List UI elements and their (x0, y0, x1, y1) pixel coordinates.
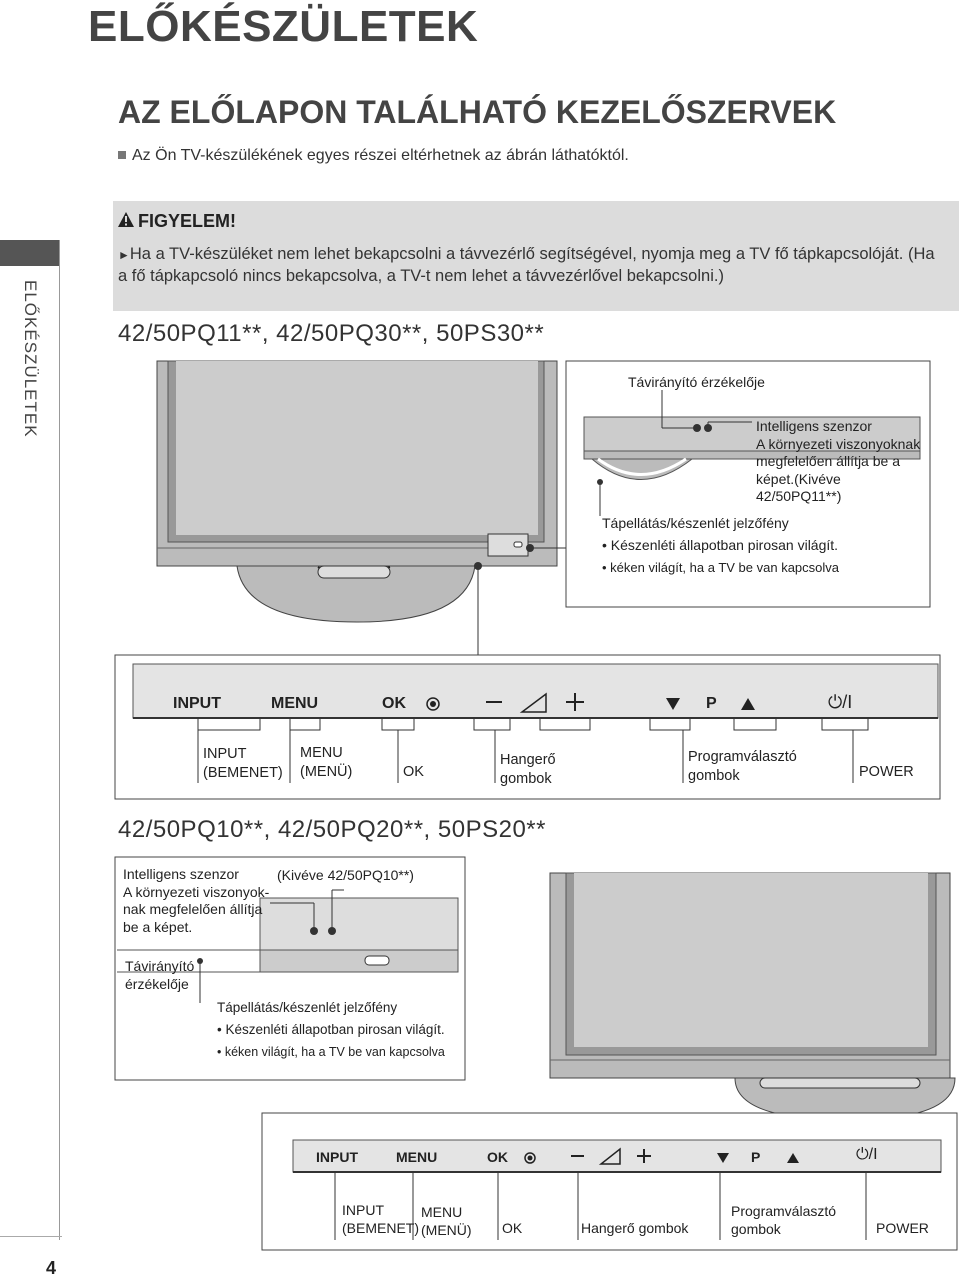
label2-ok: OK (502, 1220, 523, 1236)
smart-sensor-line: be a képet. (123, 918, 193, 935)
label-line: Hangerő (500, 752, 556, 768)
power-led-bullet-2: • Készenléti állapotban pirosan világít. (217, 1022, 445, 1037)
label2-power: POWER (876, 1220, 929, 1236)
smart-sensor-line: A környezeti viszonyok- (123, 883, 270, 900)
page-title: ELŐKÉSZÜLETEK (88, 2, 479, 51)
note: Az Ön TV-készülékének egyes részei eltér… (118, 147, 629, 165)
arrow-right-icon: ► (118, 248, 130, 262)
label-line: gombok (731, 1221, 781, 1237)
warning-triangle-icon (118, 212, 134, 227)
smart-sensor-line: képet.(Kivéve (756, 470, 841, 487)
label-line: gombok (500, 771, 552, 787)
power-led-bullet: • kéken világít, ha a TV be van kapcsolv… (602, 560, 840, 575)
label-power: POWER (859, 764, 914, 780)
warning-box (113, 201, 959, 311)
remote-sensor-line: Távirányító (125, 958, 195, 974)
label-line: (BEMENET) (342, 1220, 419, 1236)
warning-body: Ha a TV-készüléket nem lehet bekapcsolni… (118, 245, 935, 285)
panel-ok-button[interactable]: OK (382, 695, 406, 712)
smart-sensor-line: megfelelően állítja be a (756, 453, 900, 469)
control-panel-2 (261, 1112, 958, 1251)
power-led-label-2: Tápellátás/készenlét jelzőfény (217, 1000, 398, 1015)
tv2-illustration (549, 872, 956, 1121)
panel-menu-button[interactable]: MENU (271, 695, 319, 712)
model2-title: 42/50PQ10**, 42/50PQ20**, 50PS20** (118, 816, 546, 843)
remote-sensor-label: Távirányító érzékelője (628, 374, 765, 390)
note-text: Az Ön TV-készülékének egyes részei eltér… (132, 147, 629, 164)
tv1-illustration (156, 360, 566, 662)
panel2-ok-button[interactable]: OK (487, 1149, 508, 1165)
label-line: (MENÜ) (421, 1222, 472, 1238)
smart-sensor-line: A környezeti viszonyoknak (756, 435, 921, 452)
label-line: INPUT (203, 746, 247, 762)
power-led-bullet-2: • kéken világít, ha a TV be van kapcsolv… (217, 1045, 445, 1059)
label-line: MENU (300, 745, 343, 761)
callout-box-1 (565, 360, 931, 608)
page-number: 4 (46, 1258, 57, 1278)
label2-program: Programválasztó gombok (731, 1202, 836, 1238)
label-ok: OK (403, 764, 424, 780)
panel2-menu-button[interactable]: MENU (396, 1149, 438, 1165)
power-icon[interactable]: ⏻/I (828, 692, 853, 712)
panel2-input-button[interactable]: INPUT (316, 1149, 358, 1165)
panel-p-label: P (706, 695, 717, 712)
label-line: Programválasztó (688, 749, 797, 765)
label-menu: MENU (MENÜ) (300, 744, 352, 782)
smart-sensor-label-2: Intelligens szenzor A környezeti viszony… (123, 866, 269, 936)
label-program: Programválasztó gombok (688, 748, 797, 786)
side-tab-label: ELŐKÉSZÜLETEK (20, 280, 60, 470)
smart-sensor-line: Intelligens szenzor (756, 418, 872, 434)
warning-title: FIGYELEM! (138, 211, 236, 231)
label-line: INPUT (342, 1202, 384, 1218)
label-line: (BEMENET) (203, 765, 283, 781)
remote-sensor-line: érzékelője (125, 975, 189, 992)
smart-sensor-line: Intelligens szenzor (123, 866, 239, 882)
side-tab-text: ELŐKÉSZÜLETEK (21, 280, 40, 438)
panel-input-button[interactable]: INPUT (173, 695, 221, 712)
label2-volume: Hangerő gombok (581, 1220, 689, 1236)
label-volume: Hangerő gombok (500, 751, 556, 789)
smart-sensor-line: nak megfelelően állítja (123, 901, 263, 917)
panel2-p-label: P (751, 1149, 761, 1165)
label-line: MENU (421, 1204, 463, 1220)
power-led-bullet: • Készenléti állapotban pirosan világít. (602, 537, 839, 553)
bottom-rule (0, 1236, 62, 1237)
label-line: Programválasztó (731, 1203, 837, 1219)
label-line: (MENÜ) (300, 764, 353, 780)
smart-sensor-line: 42/50PQ11**) (756, 488, 842, 504)
callout-box-2 (114, 856, 466, 1081)
warning-text: ►Ha a TV-készüléket nem lehet bekapcsoln… (118, 244, 948, 287)
side-tab-marker (0, 240, 60, 266)
remote-sensor-label-2: Távirányító érzékelője (125, 958, 194, 993)
smart-sensor-label: Intelligens szenzor A környezeti viszony… (756, 418, 920, 506)
section-title: AZ ELŐLAPON TALÁLHATÓ KEZELŐSZERVEK (118, 94, 837, 130)
except-note: (Kivéve 42/50PQ10**) (277, 867, 414, 883)
label-input: INPUT (BEMENET) (203, 745, 283, 783)
power-icon-2[interactable]: ⏻/I (856, 1146, 878, 1163)
model1-title: 42/50PQ11**, 42/50PQ30**, 50PS30** (118, 320, 545, 347)
label2-input: INPUT (BEMENET) (342, 1201, 419, 1237)
power-led-label: Tápellátás/készenlét jelzőfény (602, 515, 789, 531)
side-divider (59, 240, 60, 1240)
label-line: gombok (688, 768, 740, 784)
label2-menu: MENU (MENÜ) (421, 1203, 472, 1239)
bullet-square-icon (118, 151, 126, 159)
control-panel-1 (114, 654, 941, 800)
